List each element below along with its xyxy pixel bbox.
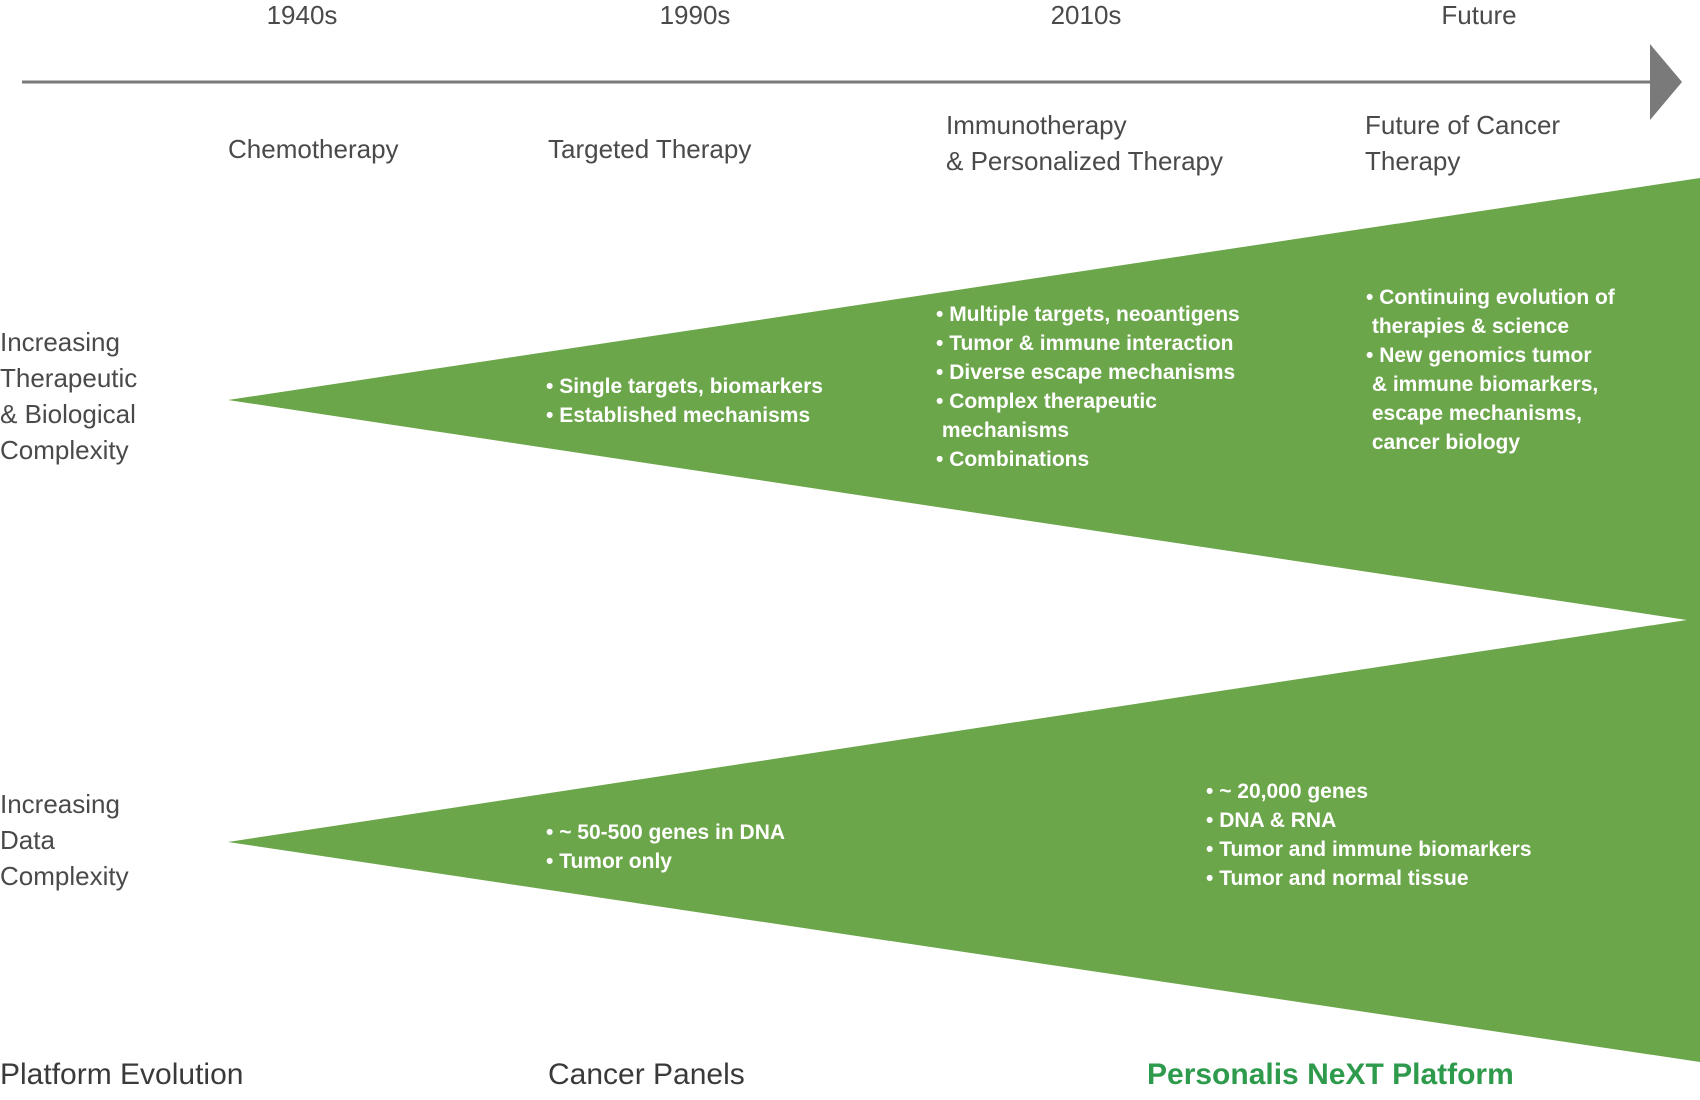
bullet-item: Diverse escape mechanisms — [936, 358, 1240, 387]
data-bullets-panels: ~ 50-500 genes in DNA Tumor only — [546, 818, 785, 876]
therapeutic-bullets-targeted: Single targets, biomarkers Established m… — [546, 372, 823, 430]
era-1990s: 1990s — [659, 0, 731, 30]
bullet-item: ~ 50-500 genes in DNA — [546, 818, 785, 847]
bullet-item: ~ 20,000 genes — [1206, 777, 1532, 806]
platform-evolution-label: Platform Evolution — [0, 1058, 244, 1091]
bullet-item: Combinations — [936, 445, 1240, 474]
bullet-item: Tumor and immune biomarkers — [1206, 835, 1531, 864]
bullet-item: Continuing evolution of therapies & scie… — [1366, 283, 1615, 341]
era-1940s: 1940s — [266, 0, 338, 30]
personalis-next-platform-label: Personalis NeXT Platform — [1147, 1058, 1514, 1091]
therapeutic-bullets-future: Continuing evolution of therapies & scie… — [1366, 283, 1615, 457]
bullet-item: New genomics tumor & immune biomarkers, … — [1366, 341, 1615, 457]
era-future: Future — [1441, 0, 1517, 30]
phase-immunotherapy: Immunotherapy & Personalized Therapy — [946, 110, 1224, 176]
phase-chemotherapy: Chemotherapy — [228, 134, 399, 164]
bullet-item: Single targets, biomarkers — [546, 372, 823, 401]
era-2010s: 2010s — [1050, 0, 1122, 30]
therapeutic-bullets-immunotherapy: Multiple targets, neoantigens Tumor & im… — [936, 300, 1240, 474]
timeline-arrow-head — [1650, 44, 1682, 120]
bullet-item: Multiple targets, neoantigens — [936, 300, 1240, 329]
bullet-item: DNA & RNA — [1206, 806, 1532, 835]
data-bullets-next: ~ 20,000 genes DNA & RNA Tumor and immun… — [1206, 777, 1532, 893]
cancer-panels-label: Cancer Panels — [548, 1058, 745, 1091]
bullet-item: Tumor and normal tissue — [1206, 864, 1532, 893]
data-complexity-label: Increasing Data Complexity — [0, 789, 129, 891]
phase-targeted-therapy: Targeted Therapy — [548, 134, 752, 164]
bullet-item: Complex therapeutic mechanisms — [936, 387, 1240, 445]
bullet-item: Tumor & immune interaction — [936, 329, 1240, 358]
phase-future-of-cancer-therapy: Future of Cancer Therapy — [1365, 110, 1561, 176]
bullet-item: Established mechanisms — [546, 401, 823, 430]
therapeutic-complexity-label: Increasing Therapeutic & Biological Comp… — [0, 327, 138, 465]
data-complexity-triangle — [228, 618, 1700, 1062]
bullet-item: Tumor only — [546, 847, 785, 876]
